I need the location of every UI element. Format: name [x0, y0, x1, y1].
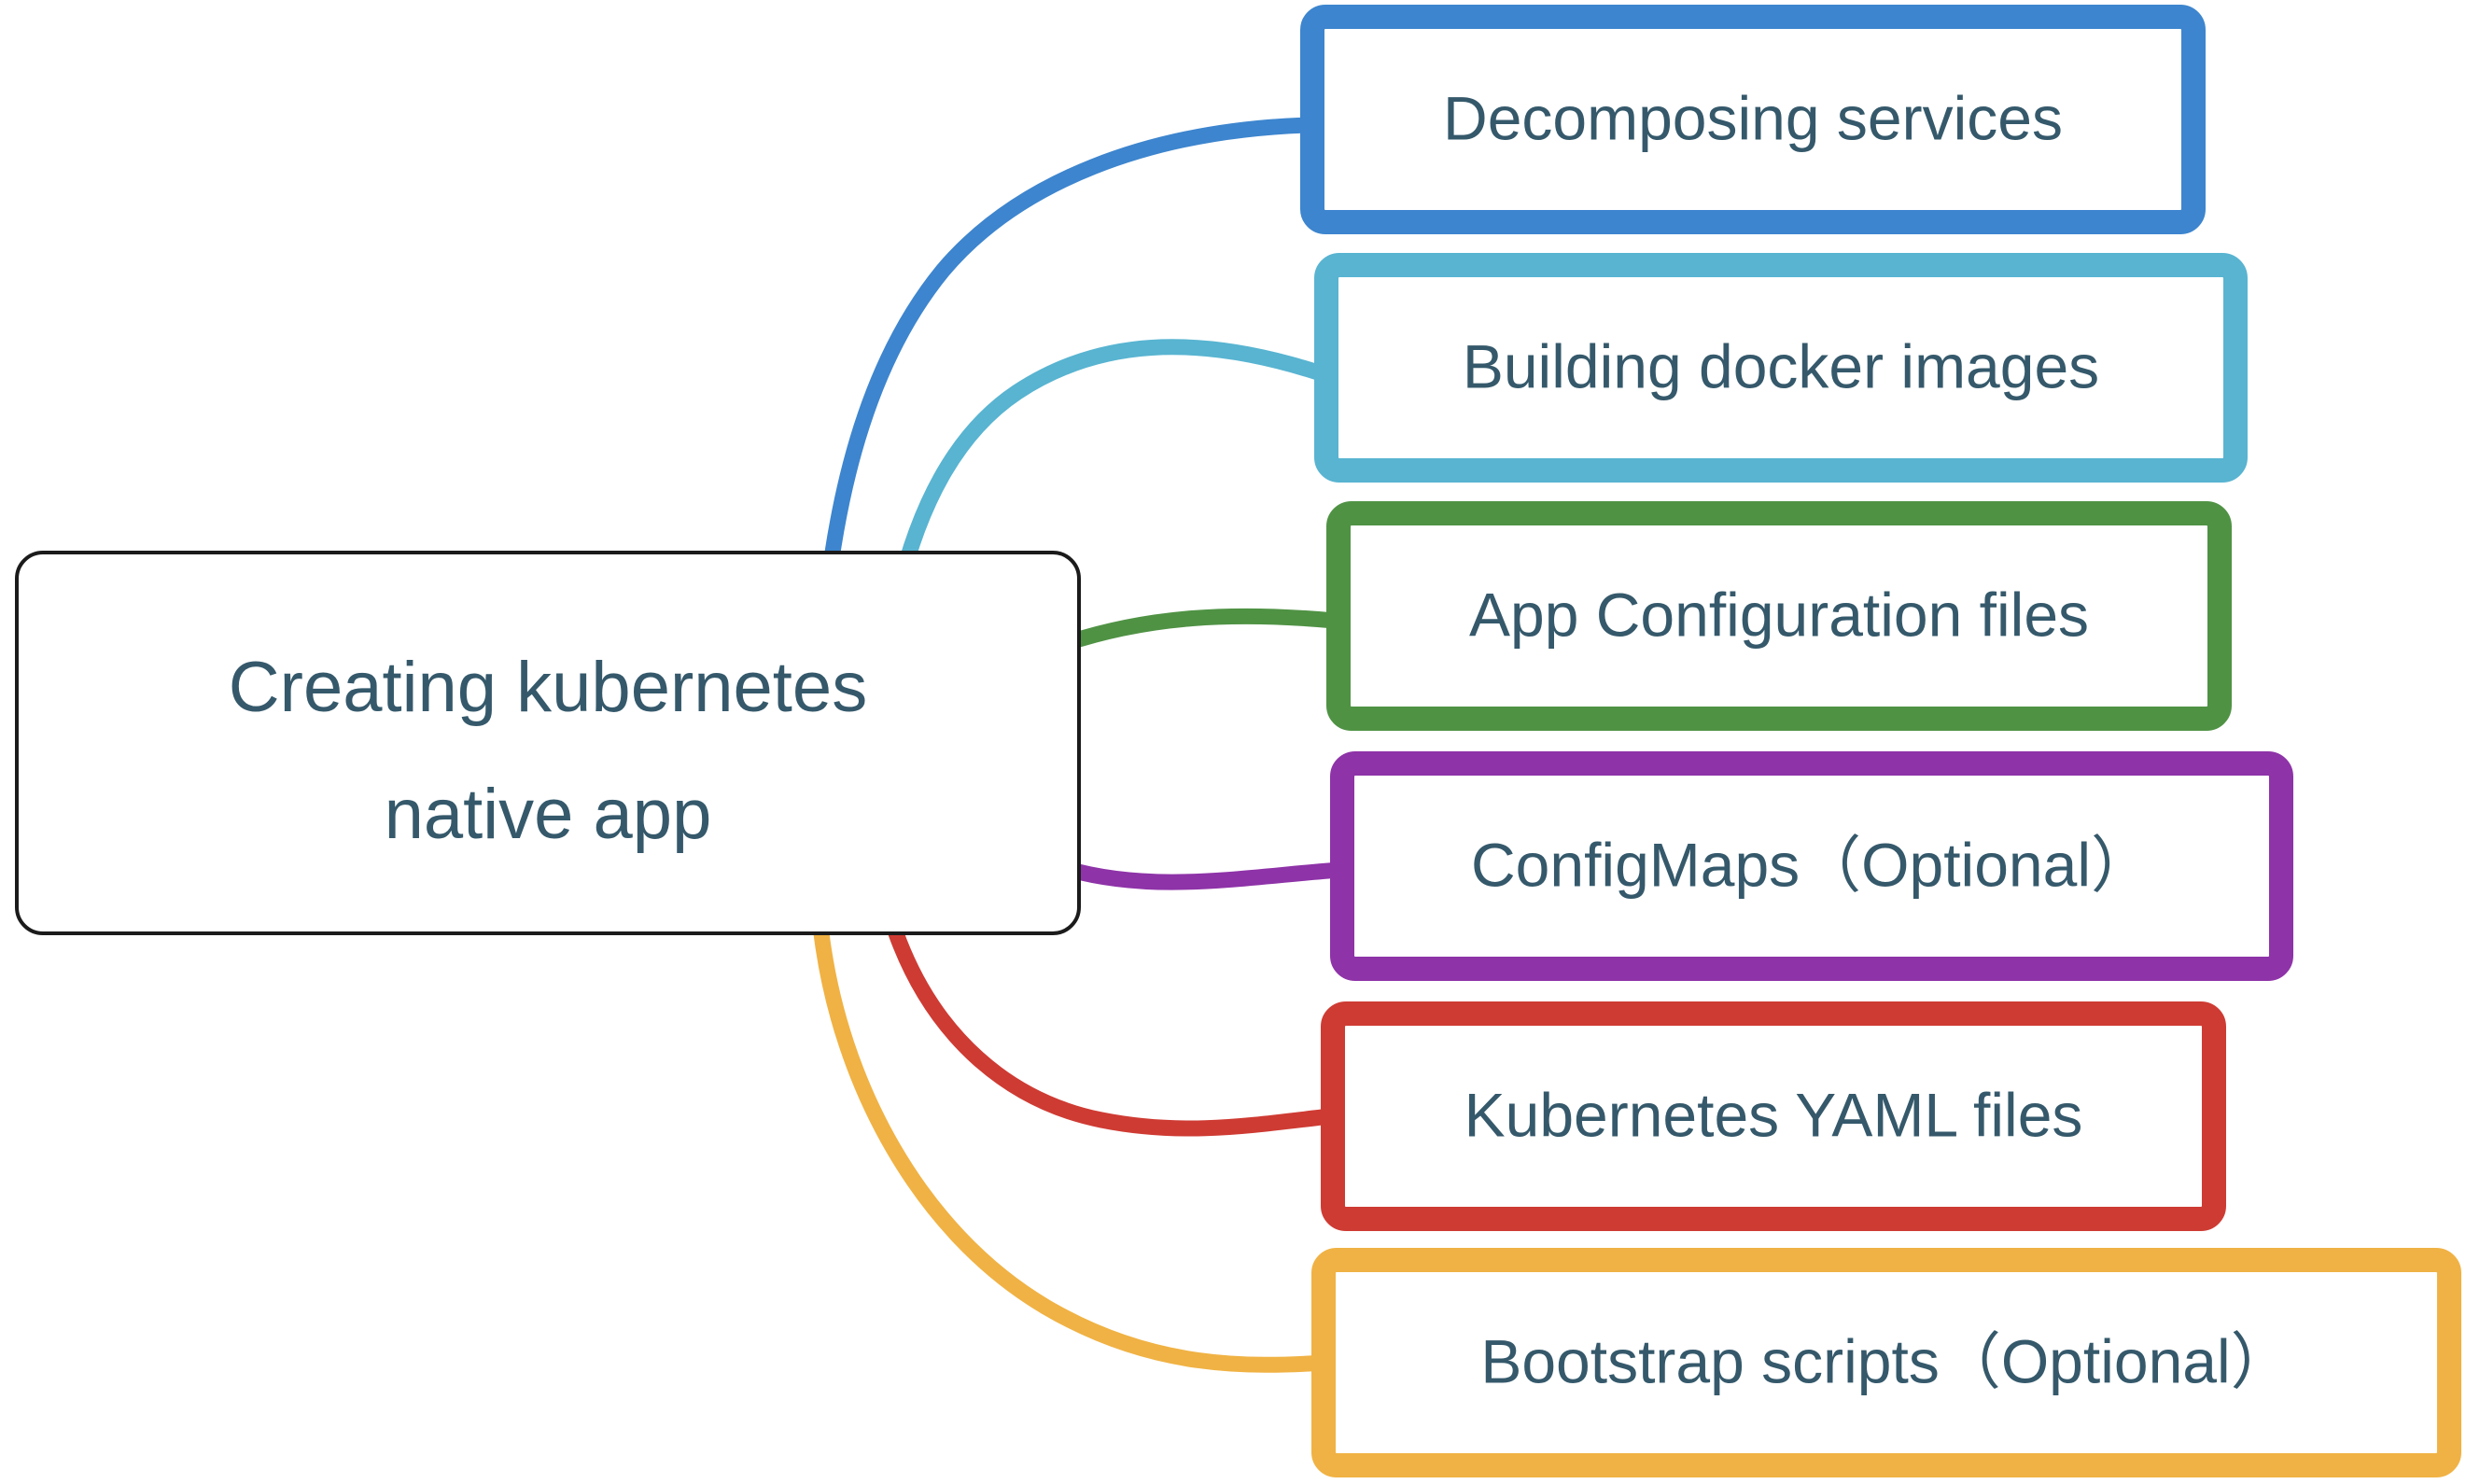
root-node-label-line2: native app [385, 775, 712, 854]
branch-label-kubernetes-yaml-files: Kubernetes YAML files [1464, 1080, 2083, 1149]
branch-label-app-configuration-files: App Configuration files [1469, 580, 2089, 649]
edge-kubernetes-yaml-files [888, 925, 1338, 1137]
branch-node-app-configuration-files[interactable]: App Configuration files [1326, 501, 2232, 731]
root-node-box[interactable] [15, 551, 1081, 935]
branch-node-decomposing-services[interactable]: Decomposing services [1300, 5, 2206, 234]
branch-box-bootstrap-scripts-optional[interactable] [1311, 1248, 2461, 1477]
edge-app-configuration-files [1056, 608, 1343, 652]
branch-node-kubernetes-yaml-files[interactable]: Kubernetes YAML files [1321, 1001, 2226, 1231]
branch-label-building-docker-images: Building docker images [1463, 331, 2099, 400]
branch-label-decomposing-services: Decomposing services [1443, 83, 2063, 152]
root-node[interactable]: Creating kubernetes native app [15, 551, 1081, 935]
branch-box-app-configuration-files[interactable] [1326, 501, 2232, 731]
edge-bootstrap-scripts-optional [813, 925, 1334, 1373]
branch-node-configmaps-optional[interactable]: ConfigMaps（Optional） [1330, 751, 2293, 981]
branch-box-building-docker-images[interactable] [1314, 253, 2248, 483]
root-node-label-line1: Creating kubernetes [229, 648, 867, 727]
branch-node-bootstrap-scripts-optional[interactable]: Bootstrap scripts（Optional） [1311, 1248, 2461, 1477]
branch-box-decomposing-services[interactable] [1300, 5, 2206, 234]
branch-node-building-docker-images[interactable]: Building docker images [1314, 253, 2248, 483]
branch-box-kubernetes-yaml-files[interactable] [1321, 1001, 2226, 1231]
branch-box-configmaps-optional[interactable] [1330, 751, 2293, 981]
branch-label-configmaps-optional: ConfigMaps（Optional） [1471, 830, 2152, 899]
edge-configmaps-optional [1056, 860, 1348, 890]
branch-label-bootstrap-scripts-optional: Bootstrap scripts（Optional） [1480, 1326, 2291, 1395]
edge-decomposing-services [813, 117, 1315, 662]
